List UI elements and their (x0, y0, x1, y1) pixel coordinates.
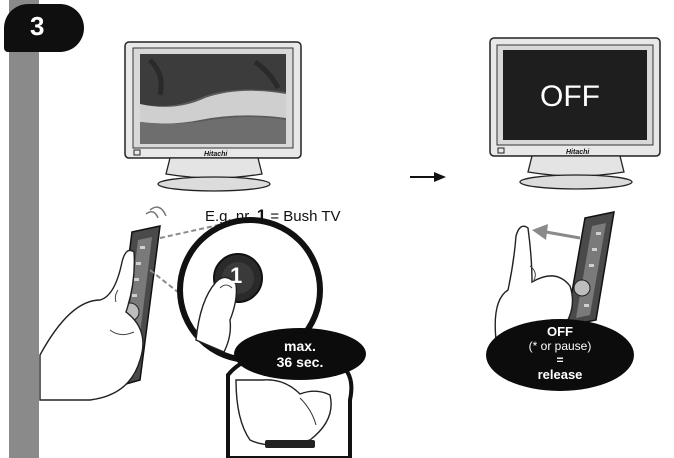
release-line-2: (* or pause) (528, 338, 592, 353)
timer-line-2: 36 sec. (276, 354, 324, 371)
tv-left-brand: Hitachi (204, 151, 228, 158)
timer-bubble (234, 328, 366, 380)
caption-number: 1 (256, 206, 267, 225)
release-line-4: release (537, 366, 583, 382)
caption-prefix: E.g. nr. (205, 208, 253, 225)
hand-right (494, 225, 574, 346)
tv-right (489, 37, 661, 190)
timer-bubble-text: max. 36 sec. (258, 338, 342, 370)
remote-right (565, 211, 615, 327)
release-bubble (486, 319, 634, 391)
tv-left (124, 41, 302, 192)
hand-left (39, 249, 144, 401)
arrow-left-icon (532, 224, 581, 240)
remote-button-1: 1 (230, 263, 243, 288)
tv-screen-off-text: OFF (540, 80, 600, 113)
step-badge: 3 (4, 4, 84, 52)
step-side-bar (9, 0, 39, 458)
step-number: 3 (30, 11, 45, 41)
timer-line-1: max. (284, 338, 316, 354)
example-caption: E.g. nr. 1 = Bush TV (205, 206, 341, 226)
release-line-1: OFF (547, 324, 573, 339)
caption-suffix: = Bush TV (270, 208, 341, 225)
arrow-right-icon (410, 172, 446, 182)
tv-right-brand: Hitachi (566, 149, 590, 156)
release-bubble-text: OFF (* or pause) = release (504, 324, 616, 382)
release-line-3: = (556, 352, 564, 367)
finger-press-detail (226, 352, 354, 458)
